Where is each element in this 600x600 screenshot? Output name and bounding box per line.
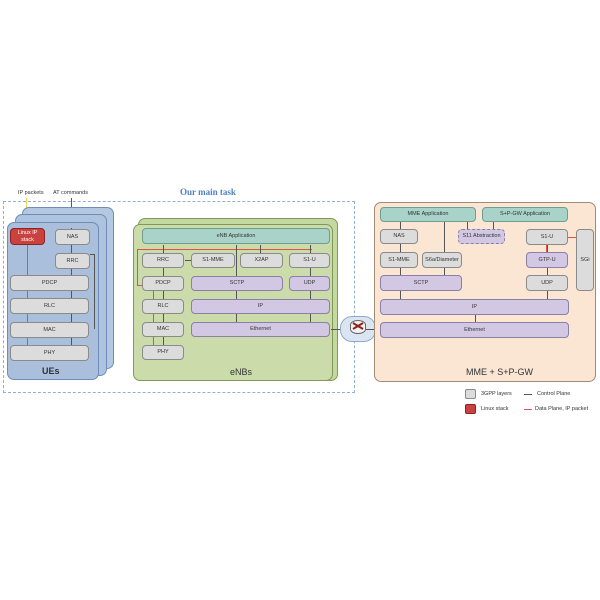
epc-udp[interactable]: UDP xyxy=(526,275,568,291)
enb-s1-mme[interactable]: S1-MME xyxy=(191,253,235,268)
legend-3gpp-label: 3GPP layers xyxy=(481,391,512,397)
epc-s1-u[interactable]: S1-U xyxy=(526,229,568,245)
enb-x2ap[interactable]: X2AP xyxy=(240,253,283,268)
epc-s6a-line xyxy=(444,222,445,278)
ue-phy[interactable]: PHY xyxy=(10,345,89,361)
enb-data-line-down xyxy=(153,290,154,346)
at-commands-label: AT commands xyxy=(53,190,88,196)
epc-sgi-link xyxy=(568,237,576,238)
enb-mac[interactable]: MAC xyxy=(142,322,184,337)
enb-sctp[interactable]: SCTP xyxy=(191,276,283,291)
epc-s6a-diameter[interactable]: S6a/Diameter xyxy=(422,252,462,268)
enb-rrc[interactable]: RRC xyxy=(142,253,184,268)
s11-abstraction[interactable]: S11 Abstraction xyxy=(458,229,505,244)
epc-sctp[interactable]: SCTP xyxy=(380,275,462,291)
spgw-application[interactable]: S+P-GW Application xyxy=(482,207,568,222)
enb-rlc[interactable]: RLC xyxy=(142,299,184,314)
epc-s11-line xyxy=(467,222,468,231)
legend-data-line xyxy=(524,409,532,410)
legend-gray-swatch xyxy=(465,389,476,399)
enb-control-line xyxy=(163,245,164,345)
ue-data-line xyxy=(27,240,28,345)
ue-pdcp[interactable]: PDCP xyxy=(10,275,89,291)
enb-data-line-pdcp xyxy=(137,285,142,286)
ue-linux-ip-stack[interactable]: Linux IP stack xyxy=(10,228,45,245)
ue-rlc[interactable]: RLC xyxy=(10,298,89,314)
ue-title: UEs xyxy=(42,366,60,376)
enb-x2ap-line xyxy=(260,245,261,253)
enb-pdcp[interactable]: PDCP xyxy=(142,276,184,291)
enb-s1-u[interactable]: S1-U xyxy=(289,253,330,268)
enb-ethernet[interactable]: Ethernet xyxy=(191,322,330,337)
epc-data-line xyxy=(546,244,547,254)
enb-udp[interactable]: UDP xyxy=(289,276,330,291)
epc-ip[interactable]: IP xyxy=(380,299,569,315)
router-icon xyxy=(350,320,366,334)
epc-ethernet[interactable]: Ethernet xyxy=(380,322,569,338)
enb-rrc-s1mme-link xyxy=(185,260,191,261)
mme-application[interactable]: MME Application xyxy=(380,207,476,222)
ue-rrc-mac-link xyxy=(94,254,95,329)
legend-linux-label: Linux stack xyxy=(481,406,509,412)
epc-sgi[interactable]: SGi xyxy=(576,229,594,291)
enb-ip[interactable]: IP xyxy=(191,299,330,314)
epc-s1u-line xyxy=(547,245,548,300)
epc-s11-line2 xyxy=(493,222,494,231)
enb-title: eNBs xyxy=(230,367,253,377)
legend-data-label: Data Plane, IP packet xyxy=(535,406,589,412)
epc-s1-mme[interactable]: S1-MME xyxy=(380,252,418,268)
epc-gtp-u[interactable]: GTP-U xyxy=(526,252,568,268)
legend-red-swatch xyxy=(465,404,476,414)
legend-control-line xyxy=(524,394,532,395)
enb-application[interactable]: eNB Application xyxy=(142,228,330,244)
enb-data-line-left xyxy=(137,249,138,285)
main-task-title: Our main task xyxy=(180,187,236,197)
main-task-region xyxy=(3,201,355,393)
ip-packets-label: IP packets xyxy=(18,190,44,196)
ue-nas[interactable]: NAS xyxy=(55,229,90,245)
epc-nas[interactable]: NAS xyxy=(380,229,418,244)
enb-phy[interactable]: PHY xyxy=(142,345,184,360)
enb-data-line-top xyxy=(137,249,312,250)
epc-title: MME + S+P-GW xyxy=(466,367,534,377)
ue-rrc-link xyxy=(90,254,94,255)
epc-ip-eth-line xyxy=(475,315,476,323)
ue-mac[interactable]: MAC xyxy=(10,322,89,338)
ue-rrc[interactable]: RRC xyxy=(55,253,90,269)
legend-control-label: Control Plane xyxy=(537,391,571,397)
